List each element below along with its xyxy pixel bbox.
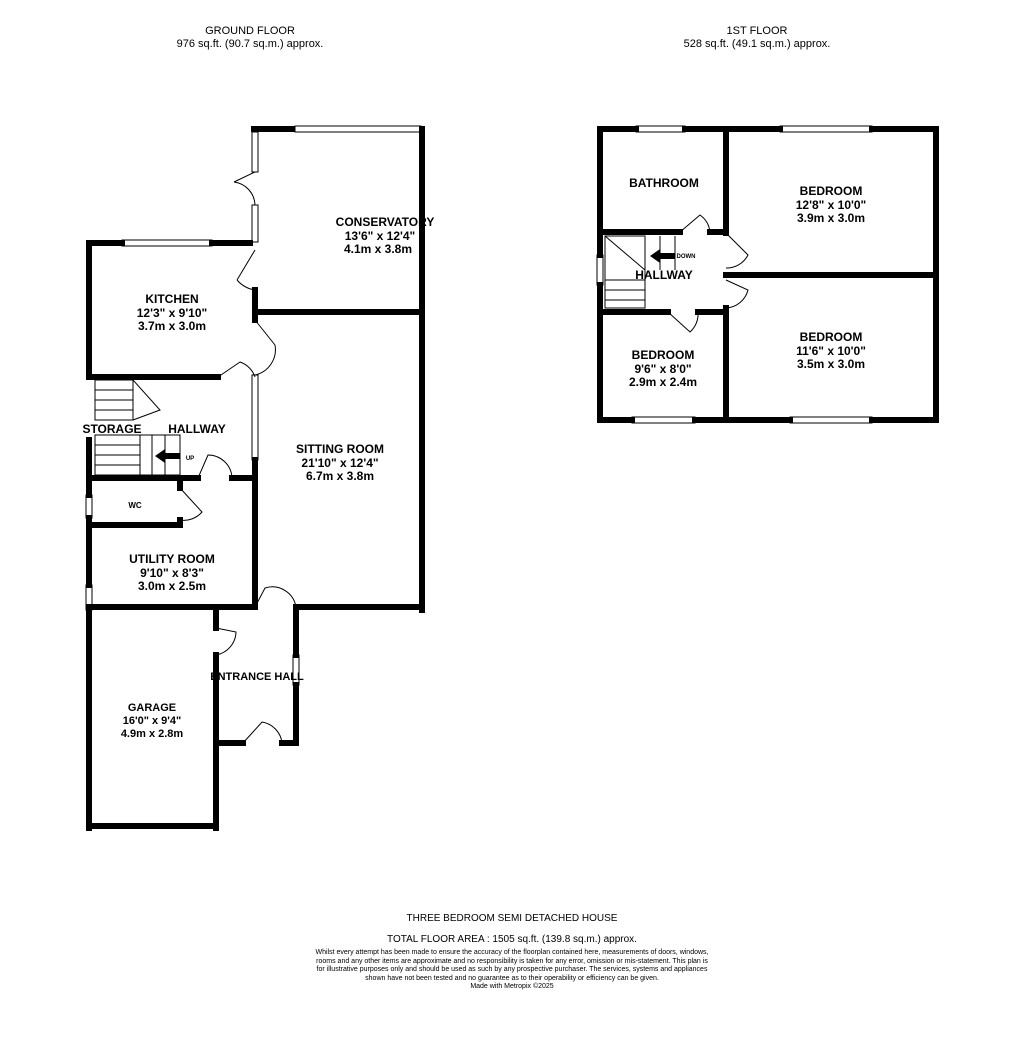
up-label: UP xyxy=(186,456,194,462)
bathroom-label: BATHROOM xyxy=(629,176,699,190)
ground-floor-header: GROUND FLOOR 976 sq.ft. (90.7 sq.m.) app… xyxy=(100,25,400,51)
first-floor-area: 528 sq.ft. (49.1 sq.m.) approx. xyxy=(683,38,831,50)
room-imperial: 9'10" x 8'3" xyxy=(140,566,204,580)
property-title: THREE BEDROOM SEMI DETACHED HOUSE xyxy=(406,913,618,924)
ground-floor-labels: CONSERVATORY 13'6" x 12'4" 4.1m x 3.8m K… xyxy=(82,215,434,740)
hallway-label: HALLWAY xyxy=(168,422,226,436)
stairs-up-arrow-icon xyxy=(155,449,180,463)
total-floor-area: TOTAL FLOOR AREA : 1505 sq.ft. (139.8 sq… xyxy=(387,934,637,945)
room-name: BEDROOM xyxy=(632,348,695,362)
room-imperial: 13'6" x 12'4" xyxy=(345,229,415,243)
room-name: GARAGE xyxy=(128,702,176,714)
room-name: KITCHEN xyxy=(145,292,198,306)
room-imperial: 12'8" x 10'0" xyxy=(796,198,866,212)
credit: Made with Metropix ©2025 xyxy=(470,983,554,990)
room-metric: 3.0m x 2.5m xyxy=(138,579,206,593)
room-metric: 4.9m x 2.8m xyxy=(121,728,184,740)
room-imperial: 21'10" x 12'4" xyxy=(301,456,378,470)
ground-floor-walls xyxy=(86,126,425,831)
room-imperial: 11'6" x 10'0" xyxy=(796,344,866,358)
room-name: BEDROOM xyxy=(800,184,863,198)
first-floor-labels: BATHROOM BEDROOM 12'8" x 10'0" 3.9m x 3.… xyxy=(629,176,866,389)
storage-label: STORAGE xyxy=(82,422,141,436)
disclaimer-text: Whilst every attempt has been made to en… xyxy=(315,949,709,982)
wc-label: WC xyxy=(128,501,142,510)
down-label: DOWN xyxy=(677,254,696,260)
disclaimer: Whilst every attempt has been made to en… xyxy=(312,949,712,992)
room-name: BEDROOM xyxy=(800,330,863,344)
entrance-hall-label: ENTRANCE HALL xyxy=(210,671,304,683)
stairs-down-arrow-icon xyxy=(650,249,675,263)
room-metric: 3.5m x 3.0m xyxy=(797,357,865,371)
room-name: SITTING ROOM xyxy=(296,442,384,456)
hallway-label: HALLWAY xyxy=(635,268,693,282)
room-metric: 3.7m x 3.0m xyxy=(138,319,206,333)
first-floor-header: 1ST FLOOR 528 sq.ft. (49.1 sq.m.) approx… xyxy=(607,25,907,51)
first-floor-walls xyxy=(597,126,939,423)
ground-floor-windows-doors xyxy=(85,125,422,744)
room-metric: 2.9m x 2.4m xyxy=(629,375,697,389)
room-imperial: 9'6" x 8'0" xyxy=(634,362,691,376)
room-imperial: 16'0" x 9'4" xyxy=(123,715,181,727)
room-metric: 4.1m x 3.8m xyxy=(344,242,412,256)
first-floor-windows-doors xyxy=(596,125,873,424)
room-imperial: 12'3" x 9'10" xyxy=(137,306,207,320)
room-name: CONSERVATORY xyxy=(336,215,435,229)
ground-floor-title: GROUND FLOOR xyxy=(205,25,295,37)
room-metric: 3.9m x 3.0m xyxy=(797,211,865,225)
ground-floor-area: 976 sq.ft. (90.7 sq.m.) approx. xyxy=(176,38,324,50)
first-floor-title: 1ST FLOOR xyxy=(726,25,788,37)
room-name: UTILITY ROOM xyxy=(129,552,215,566)
room-metric: 6.7m x 3.8m xyxy=(306,469,374,483)
